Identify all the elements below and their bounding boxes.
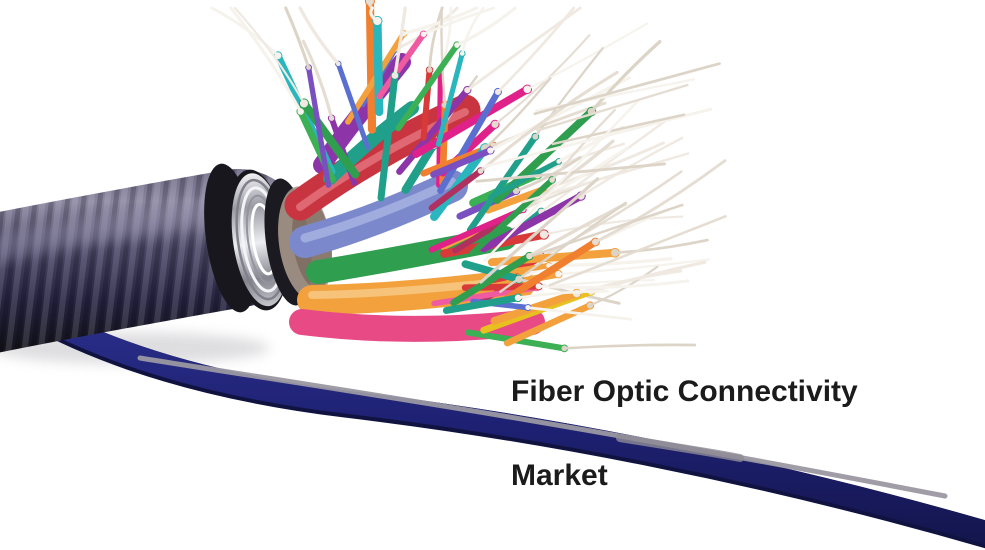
image-title-line1: Fiber Optic Connectivity [511,375,858,408]
buffer-tubes [284,53,545,342]
image-title: Fiber Optic Connectivity Market [511,329,971,539]
cable-jacket [0,169,307,353]
fiber-strands [210,0,727,353]
thin-blue-cable [16,298,985,549]
image-title-line2: Market [511,459,608,492]
